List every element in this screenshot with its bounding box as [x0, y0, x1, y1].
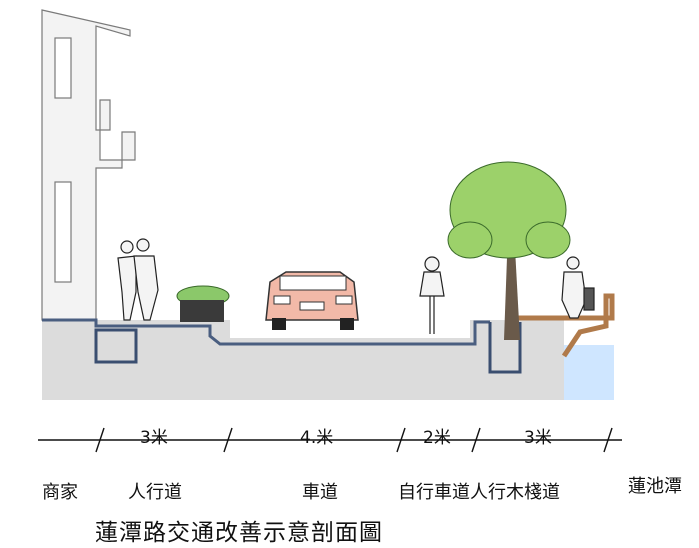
zone-label-lake: 蓮池潭	[628, 476, 682, 497]
pedestrians-boardwalk	[561, 256, 595, 319]
dim-label-sidewalk: 3米	[140, 428, 168, 448]
dim-label-bike-lane: 2米	[423, 428, 451, 448]
dim-label-boardwalk: 3米	[524, 428, 552, 448]
zone-label-boardwalk: 人行木棧道	[470, 482, 560, 503]
zone-label-shop: 商家	[42, 482, 78, 503]
zone-label-bike-lane: 自行車道	[398, 482, 470, 503]
zone-label-sidewalk: 人行道	[128, 482, 182, 503]
dim-label-roadway: 4.米	[300, 428, 334, 448]
tree	[447, 161, 571, 340]
dimension-ticks	[95, 427, 613, 453]
cyclist	[419, 256, 445, 334]
lake-water	[564, 345, 614, 400]
road-surface-line	[42, 318, 490, 346]
pedestrians-sidewalk	[117, 238, 159, 321]
drain-box-left	[94, 328, 138, 364]
building	[41, 9, 136, 321]
zone-label-roadway: 車道	[302, 482, 338, 503]
planter	[176, 285, 230, 322]
ground-section	[42, 320, 564, 400]
diagram-title: 蓮潭路交通改善示意剖面圖	[95, 520, 383, 546]
car	[265, 271, 359, 330]
boardwalk-deck	[512, 293, 615, 358]
drain-box-right	[488, 322, 522, 374]
